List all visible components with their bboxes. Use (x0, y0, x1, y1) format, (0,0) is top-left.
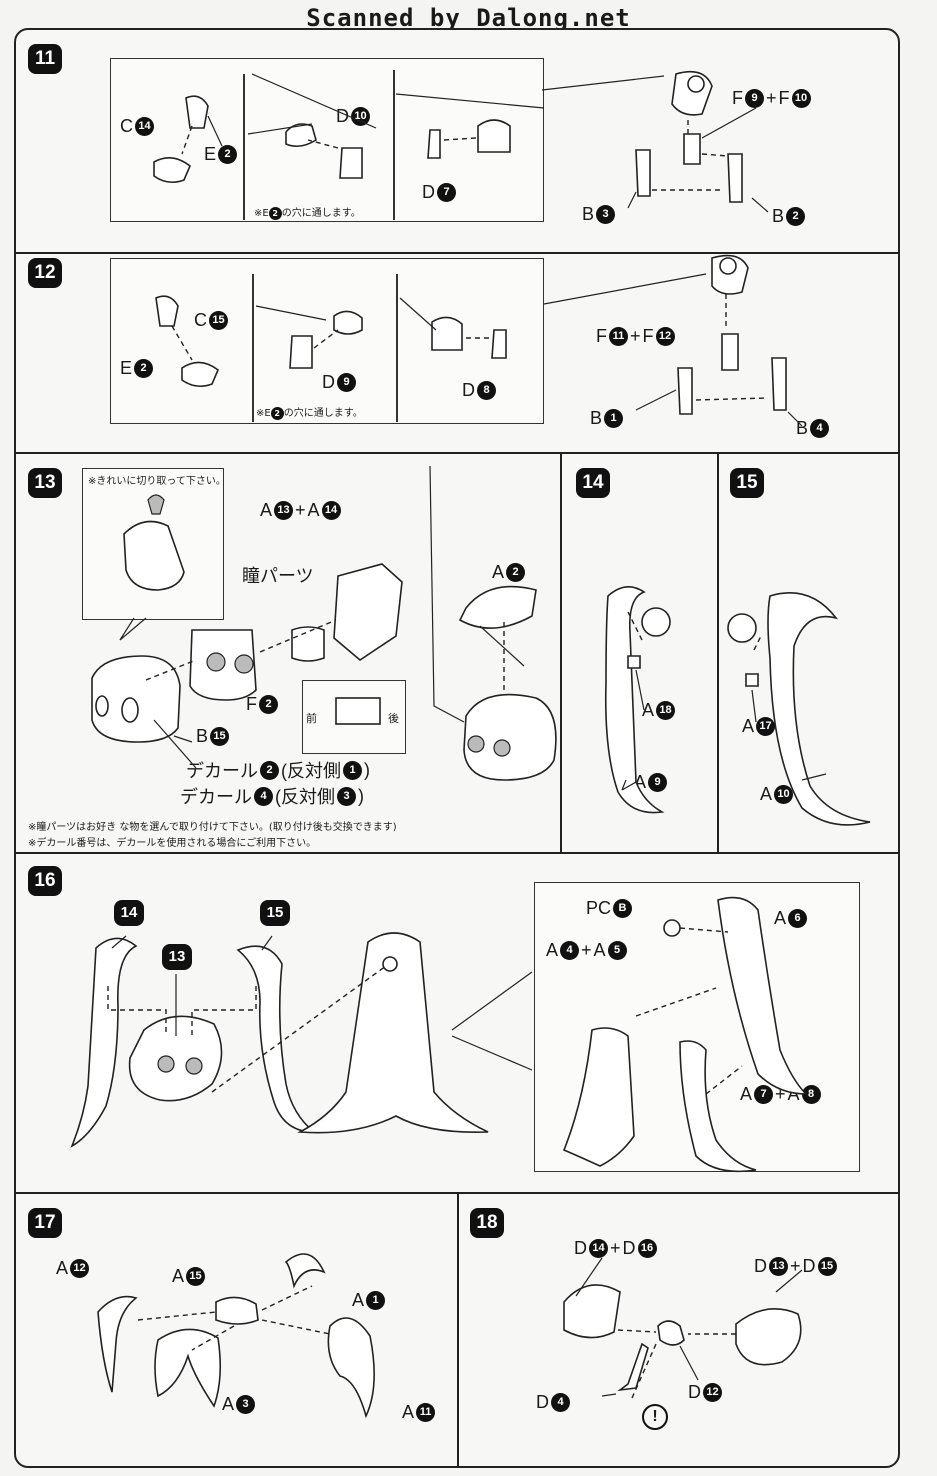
step-12-badge: 12 (28, 258, 62, 288)
step-14-badge: 14 (576, 468, 610, 498)
step-13-eye-parts-label: 瞳パーツ (242, 566, 314, 586)
step-15-ponytail-art (727, 592, 871, 826)
step-18-warning-icon: ! (642, 1404, 668, 1430)
step-18-badge: 18 (470, 1208, 504, 1238)
step-12-leg-assembly-art (635, 254, 803, 427)
step-13-badge: 13 (28, 468, 62, 498)
step-13-back-label: 後 (388, 712, 399, 725)
step-11-badge: 11 (28, 44, 62, 74)
step-14-ponytail-art (604, 586, 671, 814)
assembly-line-art (70, 70, 871, 1419)
step-16-badge: 16 (28, 866, 62, 896)
step-18-head-joint-art (563, 1257, 803, 1399)
step-11-box-divider-a (243, 74, 245, 220)
step-11-subassembly-box (110, 58, 544, 222)
step-16-ref-14: 14 (114, 900, 144, 926)
step-13-note-decal: ※デカール番号は、デカールを使用される場合にご利用下さい。 (28, 838, 317, 849)
scan-watermark: Scanned by Dalong.net (306, 4, 631, 32)
step-16-ref-15: 15 (260, 900, 290, 926)
step-12-subassembly-box (110, 258, 544, 424)
divider-13-14 (560, 452, 562, 852)
step-12-box-divider-a (252, 274, 254, 422)
divider-13-16 (16, 852, 898, 854)
step-13-front-label: 前 (306, 712, 317, 725)
step-17-badge: 17 (28, 1208, 62, 1238)
step-12-box-divider-b (396, 274, 398, 422)
step-11-small-parts-art (153, 73, 545, 184)
divider-17-18 (457, 1192, 459, 1466)
divider-12-13 (16, 452, 898, 454)
step-12-small-parts-art (155, 273, 707, 388)
step-13-face-art (91, 465, 557, 781)
divider-14-15 (717, 452, 719, 852)
step-13-tip-text: ※きれいに切り取って下さい。 (88, 476, 226, 487)
step-17-bangs-art (97, 1253, 375, 1419)
step-16-hair-assembly-art (70, 896, 808, 1173)
step-16-ref-13: 13 (162, 944, 192, 970)
step-13-note-eye: ※瞳パーツはお好き な物を選んで取り付けて下さい。(取り付け後も交換できます) (28, 822, 397, 833)
step-11-box-divider-b (393, 70, 395, 220)
step-11-leg-assembly-art (541, 70, 769, 213)
divider-11-12 (16, 252, 898, 254)
step-15-badge: 15 (730, 468, 764, 498)
